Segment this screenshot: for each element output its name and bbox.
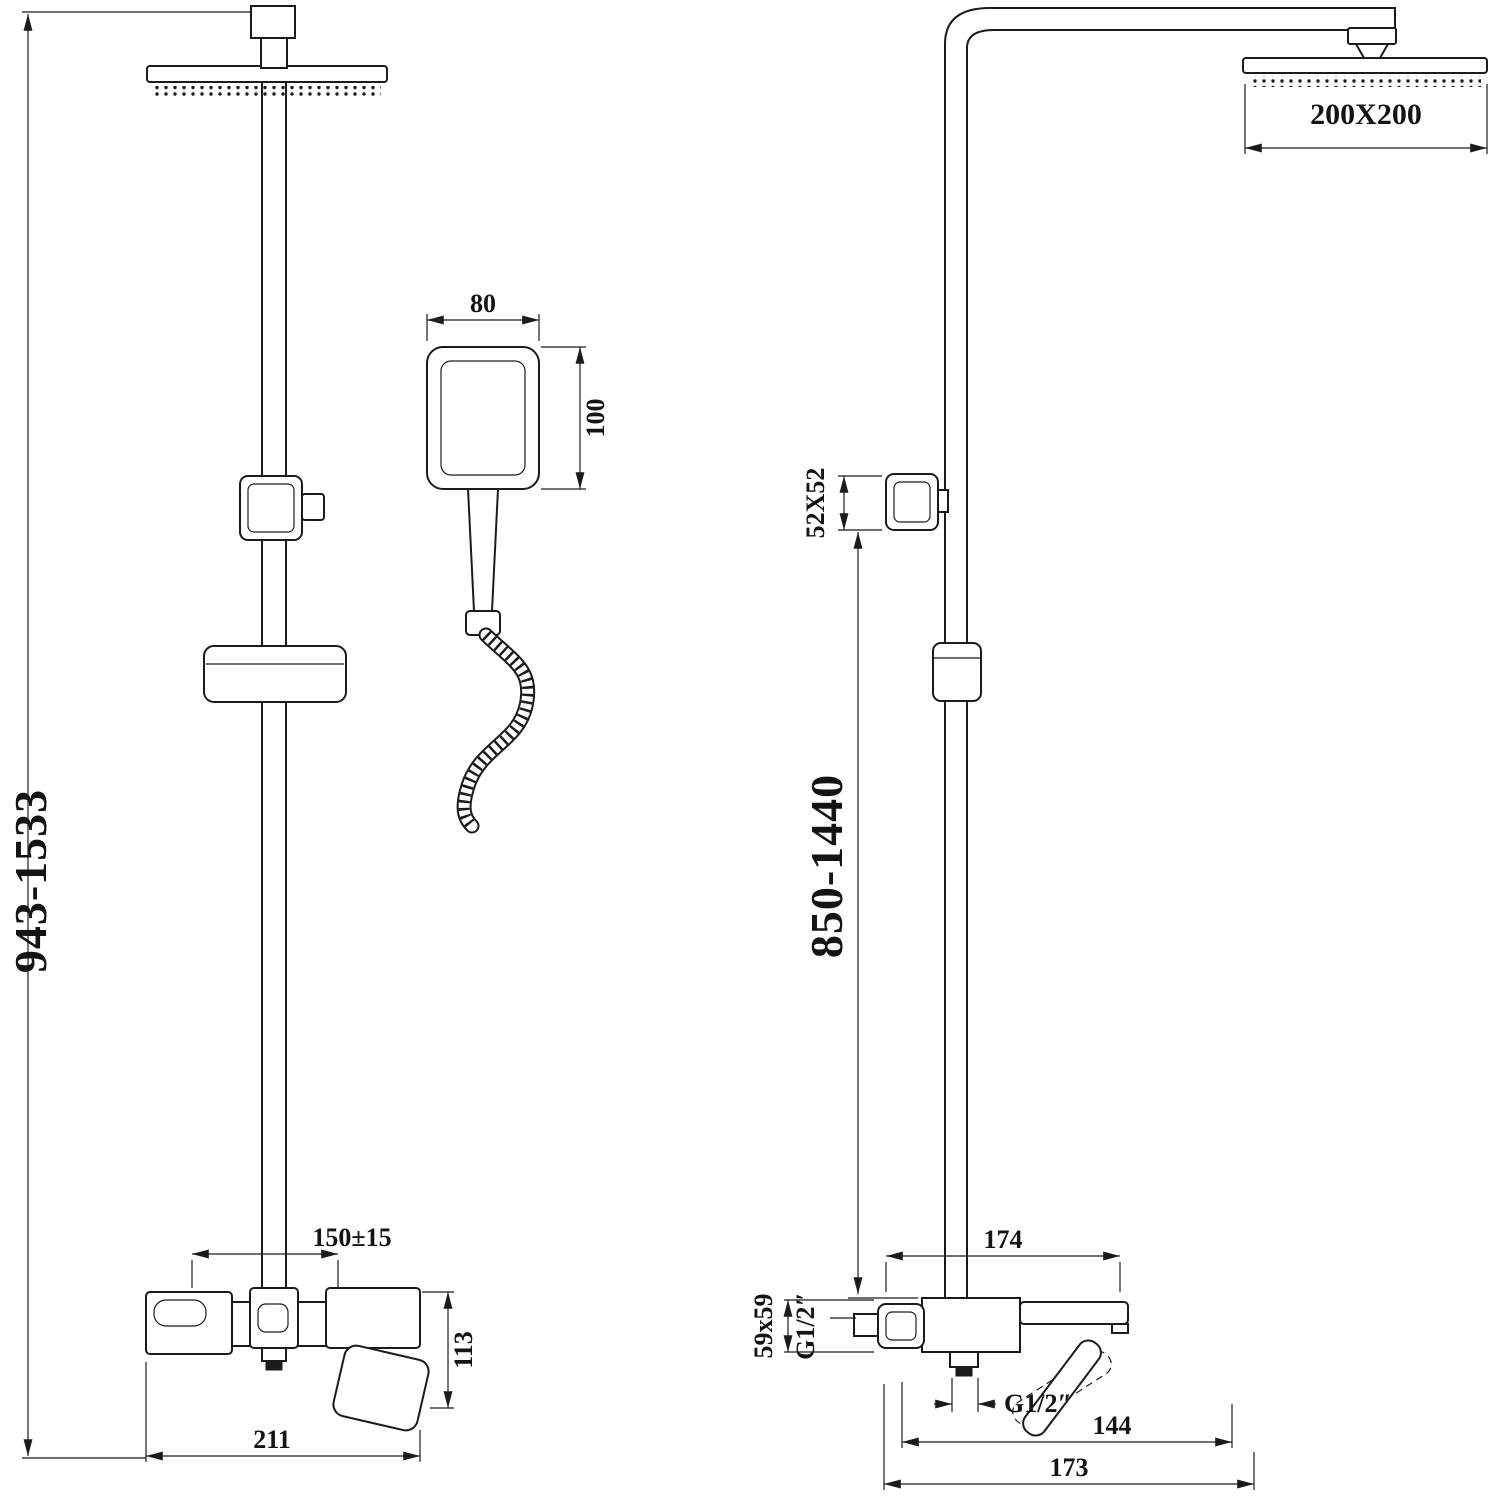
- side-view: 200X200 52X52 850-1440 174 59x59 G1/2″: [749, 7, 1488, 1490]
- side-mixer-valve: [853, 1297, 1129, 1437]
- mixer-center-fitting: [249, 1287, 299, 1349]
- side-riser-pipe: [944, 7, 1396, 1299]
- front-rain-shower-head: [146, 5, 388, 97]
- slider-lock-knob: [301, 493, 325, 521]
- dim-spout-depth: 144: [1093, 1411, 1132, 1440]
- dim-mixer-height: 113: [449, 1331, 478, 1369]
- dim-mixer-top-width: 174: [984, 1225, 1023, 1254]
- side-rain-shower-head: [1242, 27, 1488, 87]
- side-outlet-stub: [949, 1351, 979, 1368]
- front-view: 943-1533 80 100 150±15 113 211: [5, 5, 610, 1462]
- dim-hand-shower-height: 100: [581, 399, 610, 438]
- shower-hose: [456, 627, 536, 834]
- wall-inlet-stem: [853, 1313, 879, 1337]
- hand-shower: [426, 346, 540, 834]
- front-dimensions: 943-1533 80 100 150±15 113 211: [5, 11, 610, 1462]
- mixer-lever-side: [1022, 1339, 1102, 1437]
- label-outlet-thread: G1/2″: [1004, 1389, 1072, 1418]
- mixer-outlet-stub: [261, 1347, 287, 1362]
- hand-shower-head: [426, 346, 540, 490]
- dim-riser-height: 850-1440: [801, 774, 852, 958]
- side-wall-bracket: [885, 473, 949, 531]
- side-mixer-body: [921, 1297, 1021, 1353]
- wall-flange: [877, 1303, 925, 1349]
- front-mixer-valve: [145, 1287, 430, 1432]
- label-inlet-thread: G1/2″: [791, 1292, 820, 1360]
- dim-front-overall-height: 943-1533: [5, 789, 56, 973]
- mixer-lever-front: [332, 1344, 430, 1432]
- side-slider-bracket: [932, 642, 982, 702]
- mixer-right-body: [325, 1287, 421, 1349]
- front-shelf-bracket: [203, 645, 347, 703]
- dim-overall-depth: 173: [1050, 1453, 1089, 1482]
- hand-shower-handle: [466, 488, 500, 612]
- tub-spout: [1019, 1301, 1129, 1325]
- dim-hand-shower-width: 80: [470, 289, 496, 318]
- mixer-left-body: [145, 1291, 233, 1355]
- dim-mixer-width: 211: [253, 1425, 291, 1454]
- dim-mixer-profile: 59x59: [749, 1294, 778, 1359]
- side-dimensions: 200X200 52X52 850-1440 174 59x59 G1/2″: [749, 84, 1488, 1490]
- front-slider-bracket: [239, 475, 325, 541]
- dim-mixer-spacing: 150±15: [312, 1223, 391, 1252]
- dim-bracket-size: 52X52: [801, 468, 830, 539]
- dim-head-size: 200X200: [1310, 98, 1422, 131]
- hand-shower-face: [440, 360, 526, 476]
